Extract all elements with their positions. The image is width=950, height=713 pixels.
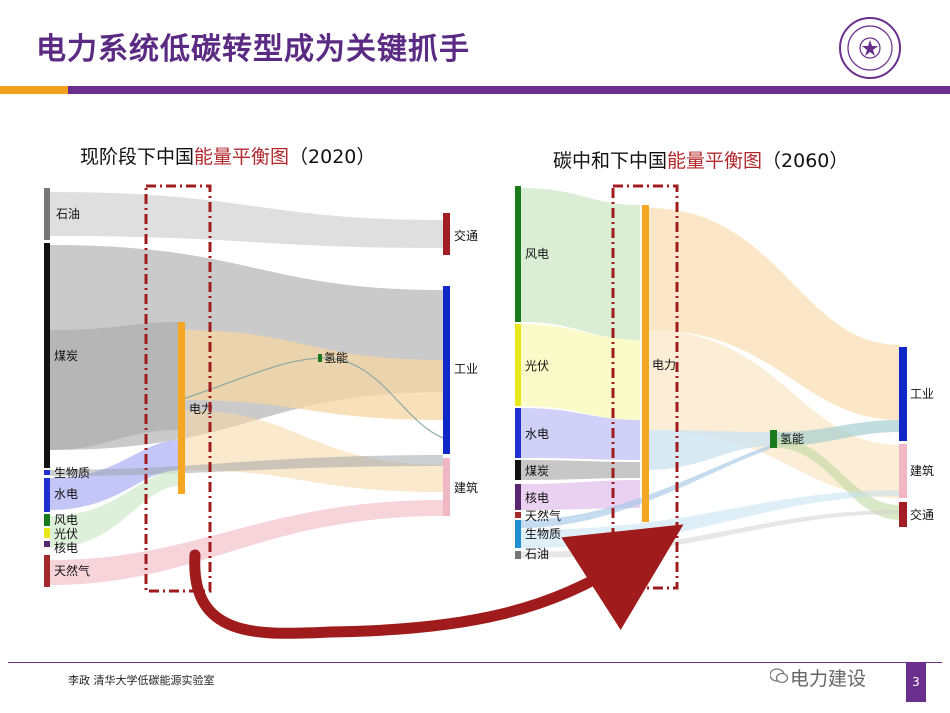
slide-title: 电力系统低碳转型成为关键抓手 [36,32,470,67]
left-source-label: 水电 [54,487,78,501]
right-sink-label: 交通 [910,507,934,522]
right-sankey-labels: 风电 光伏 水电 煤炭 核电 天然气 生物质 石油 电力 氢能 工业 建筑 交通 [525,247,934,561]
left-source-label: 生物质 [54,466,90,480]
right-source-label: 石油 [525,547,549,561]
right-hub-label: 电力 [652,358,676,372]
watermark-text: 电力建设 [790,668,867,690]
right-sink-label: 工业 [910,387,934,401]
left-sink-label: 交通 [454,228,478,243]
right-source-label: 生物质 [525,527,561,541]
left-hub-label: 电力 [189,402,213,416]
right-electricity-highlight-box [611,184,679,590]
left-sankey-nodes [44,188,450,587]
right-source-label: 光伏 [525,359,549,373]
left-source-label: 天然气 [54,563,90,578]
right-diagram-heading: 碳中和下中国能量平衡图（2060） [553,150,849,172]
left-source-label: 煤炭 [54,349,78,363]
right-source-label: 水电 [525,427,549,441]
left-diagram-heading: 现阶段下中国能量平衡图（2020） [80,146,376,168]
left-electricity-highlight-box [144,184,212,593]
left-hub-label: 氢能 [324,350,348,365]
right-hub-label: 氢能 [780,431,804,446]
footer-text: 李政 清华大学低碳能源实验室 [68,674,215,687]
header-rule-purple [68,86,950,94]
left-source-label: 石油 [56,207,80,221]
right-source-label: 风电 [525,247,549,261]
left-source-label: 光伏 [54,527,78,541]
right-source-label: 核电 [525,491,549,505]
left-source-label: 风电 [54,513,78,527]
page-number: 3 [906,662,926,702]
left-source-label: 核电 [54,541,78,555]
wechat-icon [770,668,788,684]
left-sink-label: 建筑 [454,480,478,495]
right-sink-label: 建筑 [910,463,934,478]
header-rule-orange [0,86,68,94]
transition-arrow [189,524,684,639]
left-sankey-flows [50,192,444,585]
right-sankey-nodes [515,186,907,559]
left-sankey-labels: 石油 煤炭 生物质 水电 风电 光伏 核电 天然气 电力 氢能 交通 工业 建筑 [54,207,478,578]
university-seal-icon [839,17,901,79]
footer-rule [8,662,942,663]
left-sink-label: 工业 [454,362,478,376]
right-sankey-flows [520,188,900,558]
right-source-label: 天然气 [525,508,561,523]
right-source-label: 煤炭 [525,464,549,478]
